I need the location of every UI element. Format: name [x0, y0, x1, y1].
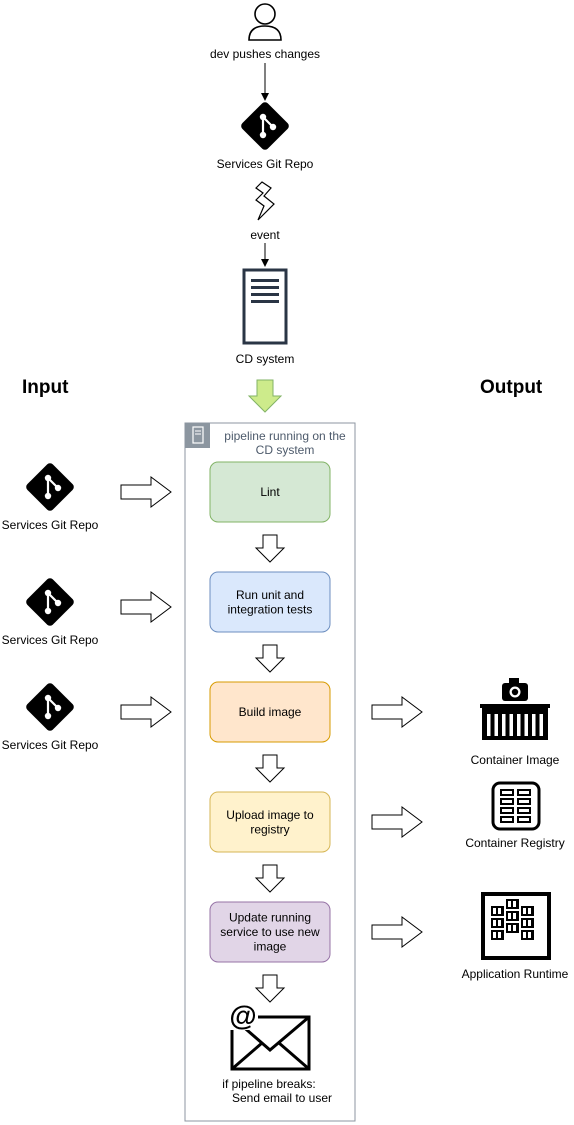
input-arrow [120, 696, 172, 728]
pipeline-step-1: Lint [209, 461, 331, 523]
output-label: Application Runtime [462, 967, 569, 981]
pipeline-title-line1: pipeline running on the [224, 429, 346, 443]
pipeline-step-5-text: Update running [229, 911, 311, 925]
input-arrow [120, 591, 172, 623]
input-label: Services Git Repo [2, 738, 99, 752]
input-arrow [120, 476, 172, 508]
git-icon [23, 680, 77, 734]
email-note-line2: Send email to user [232, 1091, 332, 1105]
output-label: Container Registry [465, 836, 564, 850]
output-arrow [371, 806, 423, 838]
output-arrow [371, 696, 423, 728]
output-heading: Output [480, 377, 543, 398]
output-item: Application Runtime [371, 892, 569, 981]
input-label: Services Git Repo [2, 518, 99, 532]
pipeline-step-3: Build image [209, 681, 331, 743]
input-item: Services Git Repo [2, 460, 172, 532]
email-icon: @ [228, 1000, 311, 1071]
container-image-icon [480, 678, 550, 740]
input-item: Services Git Repo [2, 575, 172, 647]
pipeline-step-2-text: integration tests [228, 602, 313, 616]
input-heading: Input [22, 377, 69, 398]
email-note-line1: if pipeline breaks: [222, 1077, 315, 1091]
pipeline-step-3-text: Build image [239, 705, 302, 719]
input-item: Services Git Repo [2, 680, 172, 752]
dev-user-icon [248, 3, 282, 41]
git-icon [23, 460, 77, 514]
dev-pushes-changes-label: dev pushes changes [210, 47, 320, 61]
output-label: Container Image [471, 753, 560, 767]
application-runtime-icon [481, 892, 551, 960]
services-git-repo-label: Services Git Repo [217, 157, 314, 171]
git-icon [23, 575, 77, 629]
pipeline-step-4-text: Upload image to [226, 808, 314, 822]
input-label: Services Git Repo [2, 633, 99, 647]
pipeline-step-5-text: service to use new [220, 925, 320, 939]
output-item: Container Image [371, 678, 560, 767]
pipeline-server-icon [185, 423, 210, 448]
pipeline-step-2-text: Run unit and [236, 588, 304, 602]
output-item: Container Registry [371, 781, 565, 850]
services-git-repo-icon [238, 99, 292, 153]
pipeline-title-line2: CD system [256, 443, 315, 457]
cd-to-pipeline-arrow [247, 379, 283, 413]
lightning-event-icon [255, 181, 275, 221]
pipeline-step-4-text: registry [250, 822, 289, 836]
pipeline-step-5-text: image [254, 940, 287, 954]
cd-system-label: CD system [236, 352, 295, 366]
output-arrow [371, 916, 423, 948]
container-registry-icon [491, 781, 541, 831]
pipeline-step-1-text: Lint [260, 485, 280, 499]
cd-system-server-icon [242, 268, 288, 345]
event-label: event [250, 228, 280, 242]
svg-text:@: @ [229, 1000, 256, 1031]
